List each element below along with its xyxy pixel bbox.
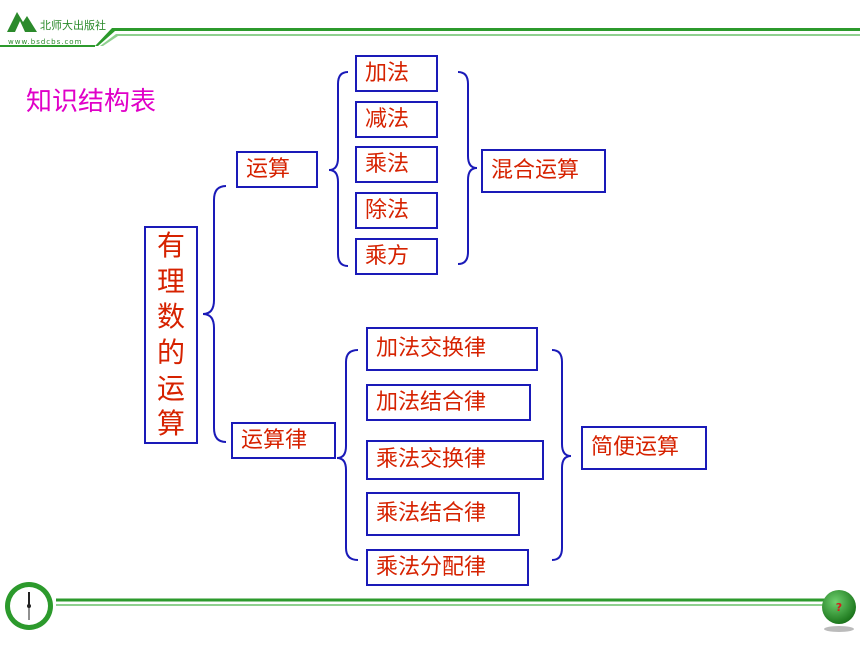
operation-item: 减法 xyxy=(355,101,438,138)
help-button-shadow xyxy=(824,626,854,632)
root-char: 的 xyxy=(156,336,185,369)
mixed-operations-box: 混合运算 xyxy=(481,149,606,193)
root-char: 有 xyxy=(156,229,185,263)
clock-icon xyxy=(5,582,53,630)
simplified-operations-box: 简便运算 xyxy=(581,426,707,470)
slide-title: 知识结构表 xyxy=(26,87,157,117)
laws-left-brace xyxy=(336,349,359,561)
operation-item: 加法 xyxy=(355,55,438,92)
root-topic-box: 有 理 数 的 运 算 xyxy=(144,226,198,444)
root-char: 理 xyxy=(156,264,185,298)
operations-right-brace xyxy=(457,71,478,265)
operation-item: 除法 xyxy=(355,192,438,229)
root-char: 运 xyxy=(156,371,185,405)
law-item: 乘法分配律 xyxy=(366,549,529,586)
top-stripe xyxy=(0,28,860,47)
laws-right-brace xyxy=(551,349,572,561)
operations-box: 运算 xyxy=(236,151,318,188)
help-button[interactable]: ? xyxy=(822,590,856,624)
law-item: 乘法交换律 xyxy=(366,440,544,480)
law-item: 乘法结合律 xyxy=(366,492,520,536)
root-char: 数 xyxy=(156,300,185,334)
publisher-logo-icon xyxy=(7,12,37,32)
law-item: 加法结合律 xyxy=(366,384,531,421)
header-bar: 北师大出版社 www.bsdcbs.com xyxy=(0,0,860,56)
operation-item: 乘方 xyxy=(355,238,438,275)
publisher-url: www.bsdcbs.com xyxy=(8,38,83,46)
operation-item: 乘法 xyxy=(355,146,438,183)
operations-left-brace xyxy=(328,71,349,267)
bottom-stripe xyxy=(56,598,826,606)
help-icon: ? xyxy=(835,600,843,614)
laws-box: 运算律 xyxy=(231,422,336,459)
law-item: 加法交换律 xyxy=(366,327,538,371)
root-char: 算 xyxy=(156,407,185,441)
publisher-logo-text: 北师大出版社 xyxy=(40,19,106,32)
root-brace xyxy=(202,185,227,443)
